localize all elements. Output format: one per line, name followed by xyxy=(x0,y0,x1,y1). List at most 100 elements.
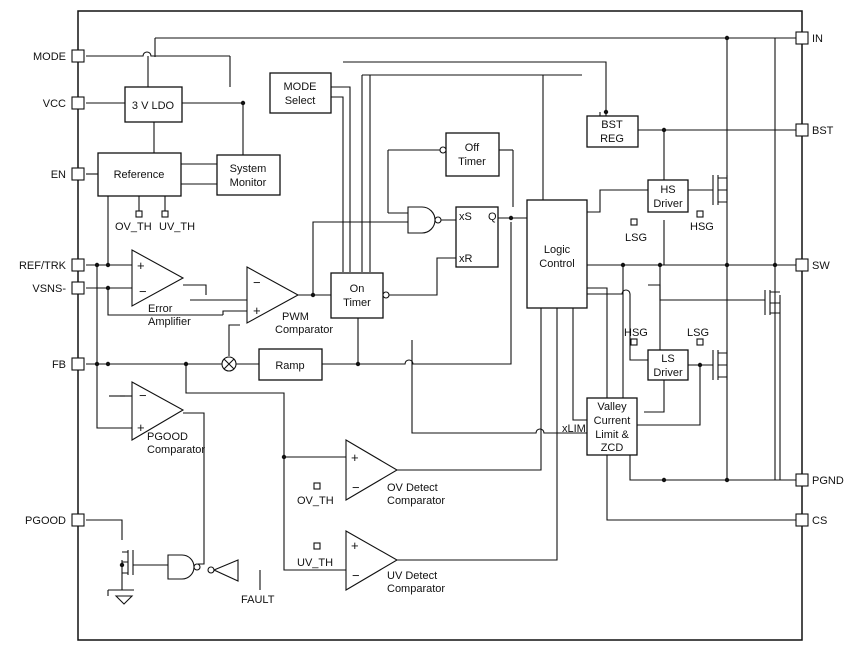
ramp-block: Ramp xyxy=(258,348,323,381)
svg-text:Comparator: Comparator xyxy=(147,444,205,456)
on-timer-block: On Timer xyxy=(330,272,390,319)
svg-text:System: System xyxy=(230,163,267,175)
error-amplifier: + − Error Amplifier xyxy=(131,249,191,328)
svg-text:−: − xyxy=(352,568,360,583)
svg-text:ZCD: ZCD xyxy=(601,442,624,454)
svg-text:Current: Current xyxy=(594,415,631,427)
svg-text:3 V LDO: 3 V LDO xyxy=(132,100,175,112)
svg-text:FB: FB xyxy=(52,359,66,371)
svg-text:Ramp: Ramp xyxy=(275,360,304,372)
svg-text:LS: LS xyxy=(661,353,674,365)
ov-th-label-1: OV_TH xyxy=(115,221,152,233)
svg-text:PGND: PGND xyxy=(812,475,844,487)
svg-text:OV Detect: OV Detect xyxy=(387,482,438,494)
fault-buffer: FAULT xyxy=(207,559,275,606)
bst-reg-block: BST REG xyxy=(586,115,639,148)
pin-bst xyxy=(795,123,809,137)
svg-text:Error: Error xyxy=(148,303,173,315)
pin-vcc xyxy=(71,96,85,110)
pgood-comparator: − + PGOOD Comparator xyxy=(131,381,205,456)
svg-text:Select: Select xyxy=(285,95,316,107)
ic-boundary xyxy=(77,10,803,641)
svg-text:−: − xyxy=(253,275,261,290)
pin-pgood xyxy=(71,513,85,527)
svg-text:Comparator: Comparator xyxy=(387,495,445,507)
latch-block: xS xR Q xyxy=(455,206,499,268)
hs-driver-block: HS Driver xyxy=(647,179,689,213)
pin-in xyxy=(795,31,809,45)
system-monitor-block: System Monitor xyxy=(216,154,281,196)
pin-vsns xyxy=(71,281,85,295)
svg-text:−: − xyxy=(139,284,147,299)
svg-text:EN: EN xyxy=(51,169,66,181)
svg-text:Comparator: Comparator xyxy=(275,324,333,336)
svg-text:+: + xyxy=(137,258,145,273)
ov-detect-comparator: + − OV Detect Comparator xyxy=(345,439,445,507)
lsg-label-1: LSG xyxy=(625,232,647,244)
xlim-label: xLIM xyxy=(562,423,586,435)
svg-text:Driver: Driver xyxy=(653,367,683,379)
svg-text:xR: xR xyxy=(459,253,473,265)
hsg-label-1: HSG xyxy=(690,221,714,233)
pin-mode xyxy=(71,49,85,63)
svg-text:Driver: Driver xyxy=(653,198,683,210)
svg-text:Valley: Valley xyxy=(597,401,627,413)
uv-detect-comparator: + − UV Detect Comparator xyxy=(345,530,445,595)
svg-text:On: On xyxy=(350,283,365,295)
high-side-mosfet xyxy=(712,175,727,205)
pin-fb xyxy=(71,357,85,371)
svg-text:BST: BST xyxy=(601,119,623,131)
svg-text:REF/TRK: REF/TRK xyxy=(19,260,67,272)
and-gate xyxy=(407,206,442,234)
hsg-label-2: HSG xyxy=(624,327,648,339)
wires xyxy=(86,37,802,591)
pin-en xyxy=(71,167,85,181)
pin-pgnd xyxy=(795,473,809,487)
svg-text:SW: SW xyxy=(812,260,830,272)
svg-text:VCC: VCC xyxy=(43,98,66,110)
off-timer-block: Off Timer xyxy=(439,132,500,177)
svg-text:+: + xyxy=(137,420,145,435)
logic-control-block: Logic Control xyxy=(526,199,588,309)
svg-text:Monitor: Monitor xyxy=(230,177,267,189)
svg-text:IN: IN xyxy=(812,33,823,45)
pwm-comparator: − + PWM Comparator xyxy=(246,266,333,336)
pin-sw xyxy=(795,258,809,272)
svg-text:xS: xS xyxy=(459,211,472,223)
left-pins: MODE VCC EN REF/TRK VSNS- FB PGOOD xyxy=(19,49,85,527)
svg-text:PGOOD: PGOOD xyxy=(147,431,188,443)
lsg-label-2: LSG xyxy=(687,327,709,339)
right-pins: IN BST SW PGND CS xyxy=(795,31,844,527)
svg-text:Amplifier: Amplifier xyxy=(148,316,191,328)
svg-text:Limit &: Limit & xyxy=(595,429,629,441)
pin-ref-trk xyxy=(71,258,85,272)
svg-text:+: + xyxy=(253,303,261,318)
mode-select-block: MODE Select xyxy=(269,72,332,114)
uv-th-label-1: UV_TH xyxy=(159,221,195,233)
svg-text:FAULT: FAULT xyxy=(241,594,275,606)
svg-text:MODE: MODE xyxy=(284,81,317,93)
svg-text:Q: Q xyxy=(488,211,497,223)
svg-text:VSNS-: VSNS- xyxy=(32,283,66,295)
svg-text:UV Detect: UV Detect xyxy=(387,570,437,582)
ov-th-label-2: OV_TH xyxy=(297,495,334,507)
sense-mosfet xyxy=(764,290,780,315)
svg-text:Timer: Timer xyxy=(458,156,486,168)
pin-cs xyxy=(795,513,809,527)
ground-symbol xyxy=(107,590,134,605)
pgood-mosfet xyxy=(122,550,134,575)
summing-junction xyxy=(221,356,237,372)
svg-text:Timer: Timer xyxy=(343,297,371,309)
svg-text:−: − xyxy=(139,388,147,403)
svg-text:Comparator: Comparator xyxy=(387,583,445,595)
low-side-mosfet xyxy=(712,350,727,380)
pgood-nand-gate xyxy=(167,554,201,580)
threshold-terminals xyxy=(135,210,704,550)
ldo-block: 3 V LDO xyxy=(124,86,183,123)
svg-text:Control: Control xyxy=(539,258,574,270)
svg-text:Logic: Logic xyxy=(544,244,571,256)
svg-text:MODE: MODE xyxy=(33,51,66,63)
svg-text:REG: REG xyxy=(600,133,624,145)
ls-driver-block: LS Driver xyxy=(647,349,689,381)
reference-block: Reference xyxy=(97,152,182,197)
